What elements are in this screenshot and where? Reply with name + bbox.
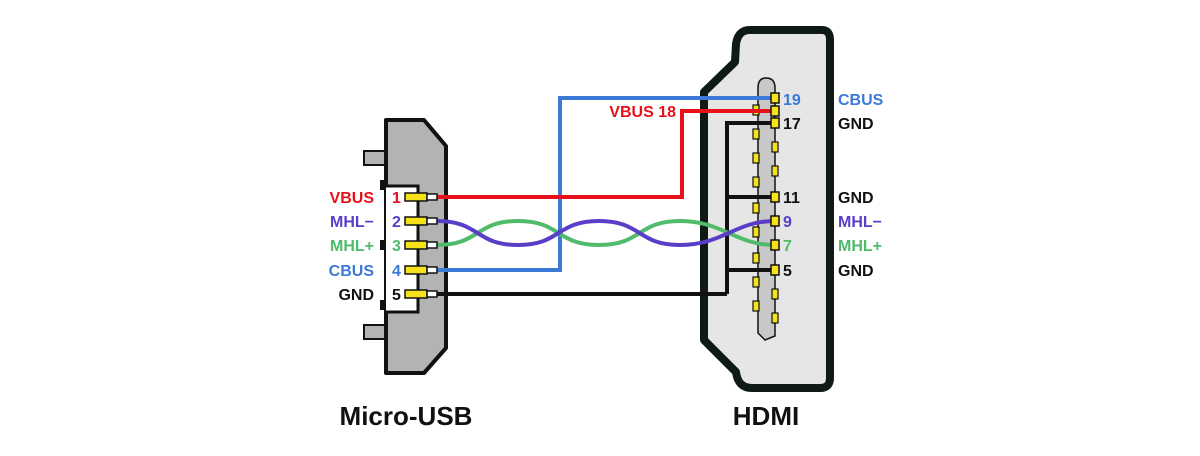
micro-usb-labels: VBUS MHL− MHL+ CBUS GND 1 2 3 4 5 (329, 190, 401, 304)
hdmi-connector (700, 26, 834, 392)
wire-mhl-plus (436, 218, 776, 248)
hdmi-pin-num-11: 11 (783, 190, 800, 207)
hdmi-small-pin-left-9 (752, 300, 760, 312)
usb-pin-contact-5 (404, 289, 438, 299)
hdmi-small-pin-left-3 (752, 152, 760, 164)
hdmi-labeled-pin-2 (770, 105, 780, 117)
hdmi-small-pin-left-2 (752, 128, 760, 140)
usb-pin-num-3: 3 (392, 238, 401, 255)
hdmi-pin-contacts (752, 104, 779, 324)
usb-pin-contact-2 (404, 216, 438, 226)
usb-pin-contact-3 (404, 240, 438, 250)
hdmi-pin-num-9: 9 (783, 214, 792, 231)
hdmi-signal-5: GND (838, 263, 874, 280)
micro-usb-notch-3 (380, 300, 386, 310)
usb-signal-4: CBUS (329, 263, 375, 280)
hdmi-pin-num-5: 5 (783, 263, 792, 280)
usb-signal-5: GND (338, 287, 374, 304)
hdmi-signal-11: GND (838, 190, 874, 207)
usb-signal-3: MHL+ (330, 238, 374, 255)
usb-pin-contact-4 (404, 265, 438, 275)
hdmi-labeled-pins (770, 92, 780, 276)
wire-vbus (437, 109, 775, 199)
micro-usb-notch-2 (380, 240, 386, 250)
hdmi-labeled-pin-5 (770, 215, 780, 227)
hdmi-small-pin-right-2 (771, 165, 779, 177)
wire-cbus (437, 96, 775, 272)
hdmi-signal-19: CBUS (838, 92, 884, 109)
hdmi-pin-num-19: 19 (783, 92, 801, 109)
hdmi-small-pin-left-7 (752, 252, 760, 264)
micro-usb-pin-contacts (404, 192, 438, 299)
micro-usb-notch-1 (380, 180, 386, 190)
usb-pin-contact-1 (404, 192, 438, 202)
hdmi-small-pin-left-6 (752, 226, 760, 238)
hdmi-small-pin-left-8 (752, 276, 760, 288)
hdmi-small-pin-left-5 (752, 202, 760, 214)
hdmi-pin-num-7: 7 (783, 238, 792, 255)
usb-pin-num-1: 1 (392, 190, 401, 207)
usb-signal-2: MHL− (330, 214, 374, 231)
wire-mhl-minus (436, 218, 776, 248)
usb-pin-num-5: 5 (392, 287, 401, 304)
usb-pin-num-4: 4 (392, 263, 401, 280)
hdmi-labeled-pin-4 (770, 191, 780, 203)
hdmi-small-pin-right-3 (771, 288, 779, 300)
hdmi-signal-7: MHL+ (838, 238, 882, 255)
wire-gnd-bus (725, 121, 775, 294)
hdmi-labels: VBUS 18 19 17 11 9 7 5 CBUS GND GND MHL−… (609, 92, 883, 280)
hdmi-labeled-pin-1 (770, 92, 780, 104)
hdmi-signal-17: GND (838, 116, 874, 133)
hdmi-small-pin-right-4 (771, 312, 779, 324)
usb-signal-1: VBUS (330, 190, 375, 207)
hdmi-signal-9: MHL− (838, 214, 882, 231)
hdmi-labeled-pin-3 (770, 117, 780, 129)
usb-pin-num-2: 2 (392, 214, 401, 231)
hdmi-small-pin-right-1 (771, 141, 779, 153)
hdmi-labeled-pin-6 (770, 239, 780, 251)
hdmi-pin-num-17: 17 (783, 116, 801, 133)
micro-usb-title: Micro-USB (340, 401, 473, 431)
micro-usb-tab-top (363, 150, 387, 166)
hdmi-title: HDMI (733, 401, 799, 431)
hdmi-labeled-pin-7 (770, 264, 780, 276)
wires (436, 96, 776, 296)
micro-usb-tab-bottom (363, 324, 387, 340)
hdmi-vbus-label: VBUS 18 (609, 104, 676, 121)
hdmi-small-pin-left-4 (752, 176, 760, 188)
